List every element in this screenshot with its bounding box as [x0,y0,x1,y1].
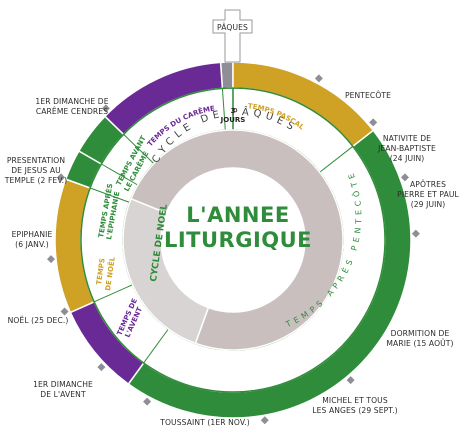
label-apotres-3: (29 JUIN) [411,200,446,209]
label-presentation-2: DE JESUS AU [11,166,61,175]
label-presentation-3: TEMPLE (2 FEV.) [4,176,67,185]
cross-icon: PÂQUES [212,9,253,63]
date-markers [47,74,420,425]
label-avent-2: DE L'AVENT [40,390,86,399]
triangle-marker-icon [400,173,409,182]
label-apotres-2: PIERRE ET PAUL [397,190,459,199]
label-careme-cendres-2: CARÊME CENDRES [36,107,108,116]
triangle-marker-icon [47,255,56,264]
label-careme-cendres-1: 1ER DIMANCHE DE [35,97,108,106]
triangle-marker-icon [60,307,69,316]
triangle-marker-icon [369,118,378,127]
trois-jours-word: JOURS [220,116,246,124]
label-pentecote: PENTECÔTE [345,91,391,100]
label-noel: NOËL (25 DEC.) [8,316,69,325]
center-disc [161,168,305,312]
triangle-marker-icon [411,229,420,238]
label-nativite-2: JEAN-BAPTISTE [377,144,436,153]
triangle-marker-icon [57,173,66,182]
label-apotres-1: APÔTRES [410,180,446,189]
label-avent-1: 1ER DIMANCHE [33,380,93,389]
band-divider [93,284,133,303]
label-presentation-1: PRESENTATION [7,156,65,165]
triangle-marker-icon [101,104,110,113]
center-title-line2: LITURGIQUE [164,228,312,252]
cycle-ring [122,129,344,351]
center-title-line1: L'ANNEE [186,203,289,227]
label-nativite-1: NATIVITE DE [383,134,431,143]
center-title: L'ANNEE LITURGIQUE [164,203,312,252]
trois-jours-number: 3 [231,107,236,115]
paques-top-label: PÂQUES [217,23,248,32]
band-divider [123,134,155,164]
band-divider [101,163,138,186]
triangle-marker-icon [97,363,106,372]
label-epiphanie-1: EPIPHANIE [12,230,53,239]
season-ring [54,61,412,419]
label-michel-1: MICHEL ET TOUS [322,396,388,405]
triangle-marker-icon [260,416,269,425]
triangle-marker-icon [314,74,323,83]
external-labels: 1ER DIMANCHE DE CARÊME CENDRES PRESENTAT… [4,91,460,427]
label-nativite-3: (24 JUIN) [390,154,425,163]
label-dormition-2: MARIE (15 AOÛT) [386,339,453,348]
label-dormition-1: DORMITION DE [391,329,450,338]
triangle-marker-icon [346,376,355,385]
band-divider [221,88,226,131]
label-toussaint: TOUSSAINT (1ER NOV.) [159,418,250,427]
band-divider [143,328,169,364]
label-epiphanie-2: (6 JANV.) [15,240,49,249]
label-michel-2: LES ANGES (29 SEPT.) [312,406,397,415]
band-divider [319,146,354,173]
noel-season-line1: TEMPS [95,258,107,286]
band-divider [89,187,130,203]
triangle-marker-icon [143,397,152,406]
